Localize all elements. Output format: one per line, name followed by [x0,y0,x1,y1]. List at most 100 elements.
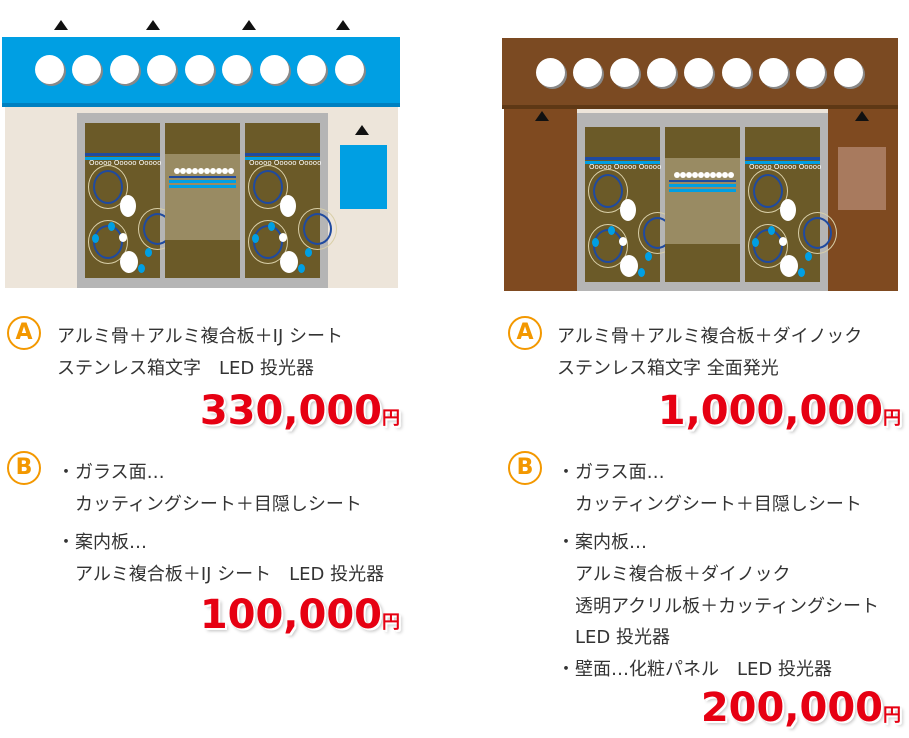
decor-dot [268,222,275,231]
stripe [169,185,236,188]
sign-letter [35,55,64,84]
price-unit: 円 [883,408,901,429]
spotlight-icon [146,20,160,30]
sign-letter [759,58,788,87]
spotlight-icon [535,111,549,121]
decor-dot [120,195,136,217]
decor-dot [798,268,805,277]
price-unit: 円 [382,612,400,633]
window-panel: Ooooo Ooooo Ooooo [585,127,677,282]
panel-stripe [245,157,320,160]
decor-dot [638,268,645,277]
decor-dot [592,238,599,247]
decor-dot [752,238,759,247]
stripe [669,189,736,192]
spec-line: カッティングシート＋目隠しシート [57,494,362,515]
sign-letter [72,55,101,84]
decor-dot [619,237,627,246]
spec-line: ステンレス箱文字 全面発光 [557,358,779,379]
decor-dot [252,234,259,243]
spotlight-icon [855,111,869,121]
decor-dot [680,172,686,178]
window-panel: Ooooo Ooooo Ooooo [745,127,837,282]
decor-dot [204,168,210,174]
sign-letter [185,55,214,84]
price-unit: 円 [883,705,901,726]
decor-dot [710,172,716,178]
decor-dot [180,168,186,174]
badge-a: A [7,316,41,350]
decor-dot [119,233,127,242]
guide-board [838,147,886,210]
decor-dot [298,264,305,273]
spec-line: ステンレス箱文字 LED 投光器 [57,358,314,379]
price-value: 200,000 [700,685,883,731]
sign-letter [722,58,751,87]
decor-ring [798,212,837,254]
decor-dot [722,172,728,178]
decor-dot [228,168,234,174]
spec-line: アルミ複合板＋IJ シート LED 投光器 [57,564,385,585]
decor-dot [716,172,722,178]
decor-ring [748,169,788,213]
guide-board [340,145,387,209]
decor-dot [174,168,180,174]
sign-letter [536,58,565,87]
decor-dot [645,252,652,261]
decor-ring [88,165,128,209]
sign-letter [222,55,251,84]
badge-b: B [7,451,41,485]
panel-stripe [585,157,660,160]
spec-line: ・ガラス面… [57,462,165,483]
spotlight-icon [336,20,350,30]
spec-line: LED 投光器 [557,627,670,648]
stripe [169,180,236,183]
decor-dot [279,233,287,242]
decor-dot [698,172,704,178]
lintel [577,105,828,113]
sign-letter [110,55,139,84]
sign-letter [610,58,639,87]
price-value: 330,000 [199,388,382,434]
decor-ring [248,165,288,209]
badge-a: A [508,316,542,350]
panel-text: Ooooo Ooooo Ooooo [749,163,822,171]
decor-dot [138,264,145,273]
spotlight-icon [54,20,68,30]
price-value: 100,000 [199,592,382,638]
decor-dot [805,252,812,261]
sign-letter [684,58,713,87]
decor-dot [674,172,680,178]
decor-ring [298,208,337,250]
decor-dot [108,222,115,231]
spotlight-icon [242,20,256,30]
price-a: 1,000,000円 [658,388,901,434]
decor-dot [145,248,152,257]
decor-dot [216,168,222,174]
decor-dot [692,172,698,178]
decor-dot [768,226,775,235]
spec-line: カッティングシート＋目隠しシート [557,494,862,515]
decor-dot [620,199,636,221]
decor-dot [280,251,298,273]
decor-dot [779,237,787,246]
door-panel [165,123,240,278]
stripe [669,184,736,187]
panel-stripe [585,161,660,164]
sign-letter [260,55,289,84]
spec-line: ・案内板… [557,532,647,553]
panel-text: Ooooo Ooooo Ooooo [589,163,662,171]
window-panel: Ooooo Ooooo Ooooo [245,123,337,278]
decor-dot [780,255,798,277]
price-value: 1,000,000 [657,388,883,434]
spotlight-icon [355,125,369,135]
spec-line: アルミ骨＋アルミ複合板＋ダイノック [557,326,863,347]
panel-text: Ooooo Ooooo Ooooo [249,159,322,167]
sign-letter [573,58,602,87]
panel-stripe [85,157,160,160]
sign-letter [147,55,176,84]
panel-stripe [745,161,820,164]
decor-dot [120,251,138,273]
decor-dot [280,195,296,217]
spec-line: ・ガラス面… [557,462,665,483]
